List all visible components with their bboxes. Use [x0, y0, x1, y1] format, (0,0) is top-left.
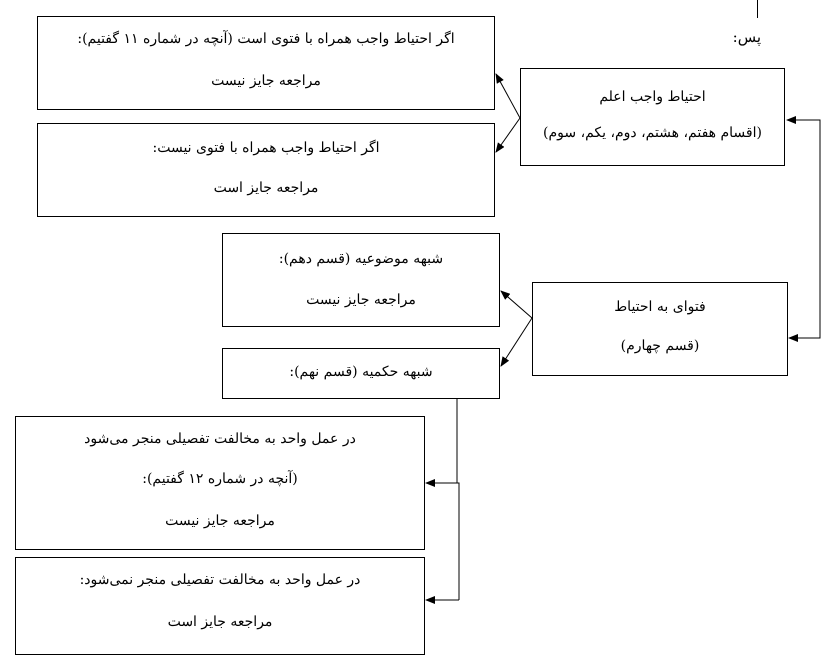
box-ehtiat-without-fatwa-result: مراجعه جایز است [213, 180, 319, 196]
line-hokmiye-down [456, 399, 460, 600]
box-ehtiat-without-fatwa-title: اگر احتیاط واجب همراه با فتوی نیست: [152, 140, 380, 156]
box-not-leads-to-violation-title: در عمل واحد به مخالفت تفصیلی منجر نمی‌شو… [79, 572, 361, 588]
box-ehtiat-alam-subtitle: (اقسام هفتم، هشتم، دوم، یکم، سوم) [543, 125, 762, 141]
box-fatwa-be-ehtiat-title: فتوای به احتیاط [614, 299, 706, 315]
arrow-fatwa-to-hokmiye [500, 317, 533, 367]
top-edge-line [757, 0, 758, 18]
box-fatwa-be-ehtiat: فتوای به احتیاط (قسم چهارم) [532, 282, 788, 376]
arrow-alam-to-with-fatwa [495, 73, 521, 119]
box-shobhe-mowzooiye-title: شبهه موضوعیه (قسم دهم): [278, 251, 444, 267]
box-ehtiat-without-fatwa: اگر احتیاط واجب همراه با فتوی نیست: مراج… [37, 123, 495, 217]
box-not-leads-to-violation-result: مراجعه جایز است [167, 614, 273, 630]
box-ehtiat-alam: احتیاط واجب اعلم (اقسام هفتم، هشتم، دوم،… [520, 68, 785, 166]
box-ehtiat-with-fatwa: اگر احتیاط واجب همراه با فتوی است (آنچه … [37, 16, 495, 110]
pas-label: پس: [732, 28, 761, 46]
box-shobhe-mowzooiye-result: مراجعه جایز نیست [306, 292, 416, 308]
box-leads-to-violation-reference: (آنچه در شماره ۱۲ گفتیم): [142, 471, 298, 487]
box-ehtiat-alam-title: احتیاط واجب اعلم [599, 89, 706, 105]
box-leads-to-violation-title: در عمل واحد به مخالفت تفصیلی منجر می‌شود [84, 431, 356, 447]
arrow-fatwa-to-mowzooiye [500, 290, 533, 319]
box-not-leads-to-violation: در عمل واحد به مخالفت تفصیلی منجر نمی‌شو… [15, 557, 425, 655]
arrow-alam-to-without-fatwa [495, 117, 521, 153]
box-leads-to-violation: در عمل واحد به مخالفت تفصیلی منجر می‌شود… [15, 416, 425, 550]
box-shobhe-hokmiye: شبهه حکمیه (قسم نهم): [222, 348, 500, 399]
bracket-right [795, 119, 821, 339]
box-shobhe-hokmiye-title: شبهه حکمیه (قسم نهم): [289, 364, 433, 380]
box-ehtiat-with-fatwa-title: اگر احتیاط واجب همراه با فتوی است (آنچه … [77, 31, 455, 47]
box-fatwa-be-ehtiat-subtitle: (قسم چهارم) [620, 338, 700, 354]
box-leads-to-violation-result: مراجعه جایز نیست [165, 513, 275, 529]
box-shobhe-mowzooiye: شبهه موضوعیه (قسم دهم): مراجعه جایز نیست [222, 233, 500, 327]
box-ehtiat-with-fatwa-result: مراجعه جایز نیست [211, 73, 321, 89]
